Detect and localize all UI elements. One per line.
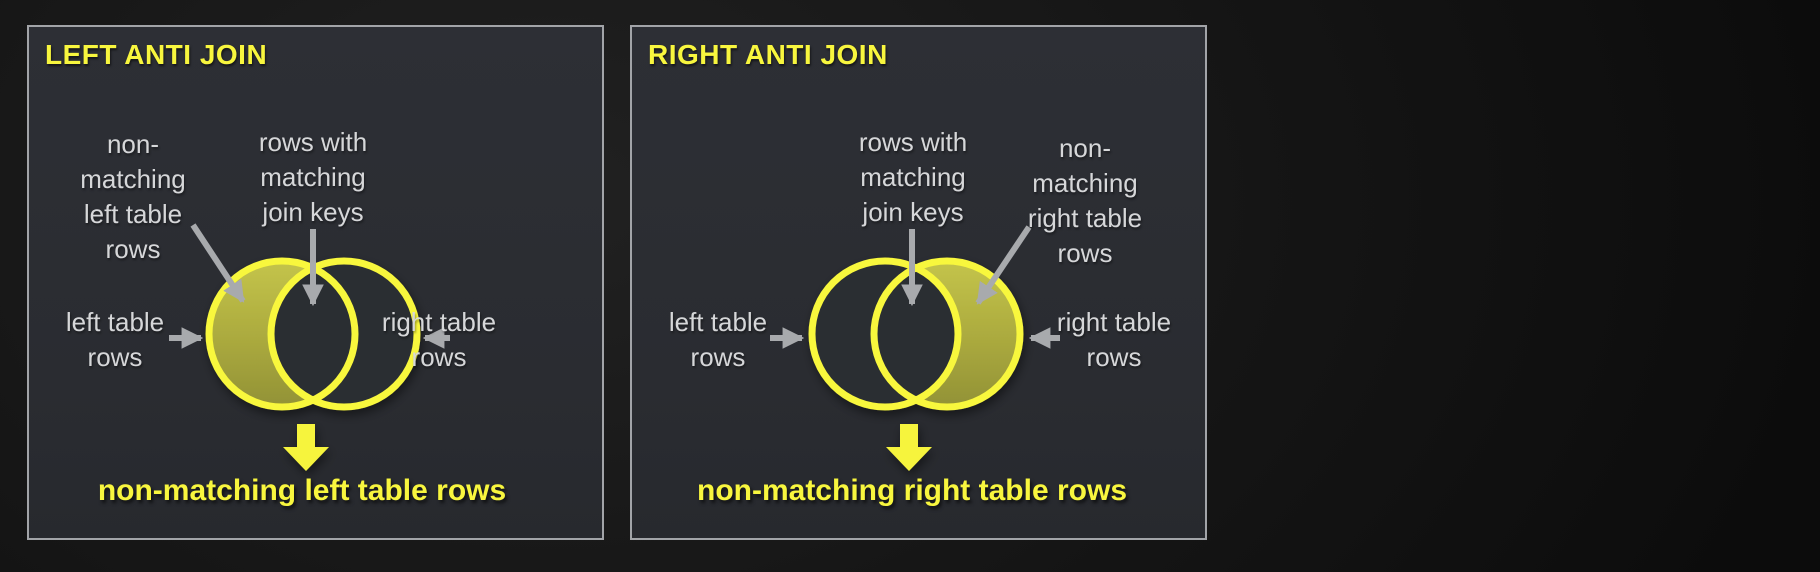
label-line: matching xyxy=(80,164,186,194)
label-right-table-rows: right table rows xyxy=(1057,305,1171,375)
label-line: right table xyxy=(381,307,497,337)
result-text: non-matching right table rows xyxy=(696,474,1128,507)
right-circle xyxy=(870,257,1024,411)
label-line: rows xyxy=(105,234,161,264)
panel-title: LEFT ANTI JOIN xyxy=(45,39,268,70)
label-line: right table xyxy=(1056,307,1172,337)
label-line: join keys xyxy=(862,197,964,227)
down-arrow-icon xyxy=(886,424,932,471)
arrow-to-left-crescent-icon xyxy=(190,223,246,303)
left-anti-join-panel: LEFT ANTI JOIN xyxy=(27,25,604,540)
left-circle xyxy=(808,257,962,411)
down-arrow-icon xyxy=(283,424,329,471)
label-line: non- xyxy=(106,129,160,159)
label-line: rows xyxy=(1086,342,1142,372)
label-left-table-rows: left table rows xyxy=(669,305,767,375)
arrow-to-right-crescent-icon xyxy=(975,225,1032,305)
label-matching-join-keys: rows with matching join keys xyxy=(259,125,367,230)
label-line: matching xyxy=(1032,168,1138,198)
label-line: rows xyxy=(411,342,467,372)
callout-arrows xyxy=(770,225,1060,349)
label-line: left table xyxy=(83,199,183,229)
result-text: non-matching left table rows xyxy=(97,474,507,507)
label-line: rows xyxy=(1057,238,1113,268)
label-line: rows with xyxy=(858,127,968,157)
label-line: matching xyxy=(260,162,366,192)
label-line: join keys xyxy=(262,197,364,227)
panel-title: RIGHT ANTI JOIN xyxy=(648,39,888,70)
venn-diagram-right-anti xyxy=(770,225,1060,471)
venn-diagram-left-anti xyxy=(169,223,450,471)
label-non-matching-right-rows: non- matching right table rows xyxy=(1028,131,1142,271)
label-left-table-rows: left table rows xyxy=(66,305,164,375)
left-circle xyxy=(205,257,359,411)
label-non-matching-left-rows: non- matching left table rows xyxy=(80,127,186,267)
label-matching-join-keys: rows with matching join keys xyxy=(859,125,967,230)
label-line: right table xyxy=(1027,203,1143,233)
label-line: rows xyxy=(690,342,746,372)
label-line: rows with xyxy=(258,127,368,157)
label-line: left table xyxy=(65,307,165,337)
label-line: rows xyxy=(87,342,143,372)
label-line: matching xyxy=(860,162,966,192)
label-line: non- xyxy=(1058,133,1112,163)
label-right-table-rows: right table rows xyxy=(382,305,496,375)
label-line: left table xyxy=(668,307,768,337)
right-anti-join-panel: RIGHT ANTI JOIN xyxy=(630,25,1207,540)
right-circle xyxy=(267,257,421,411)
callout-arrows xyxy=(169,223,450,349)
